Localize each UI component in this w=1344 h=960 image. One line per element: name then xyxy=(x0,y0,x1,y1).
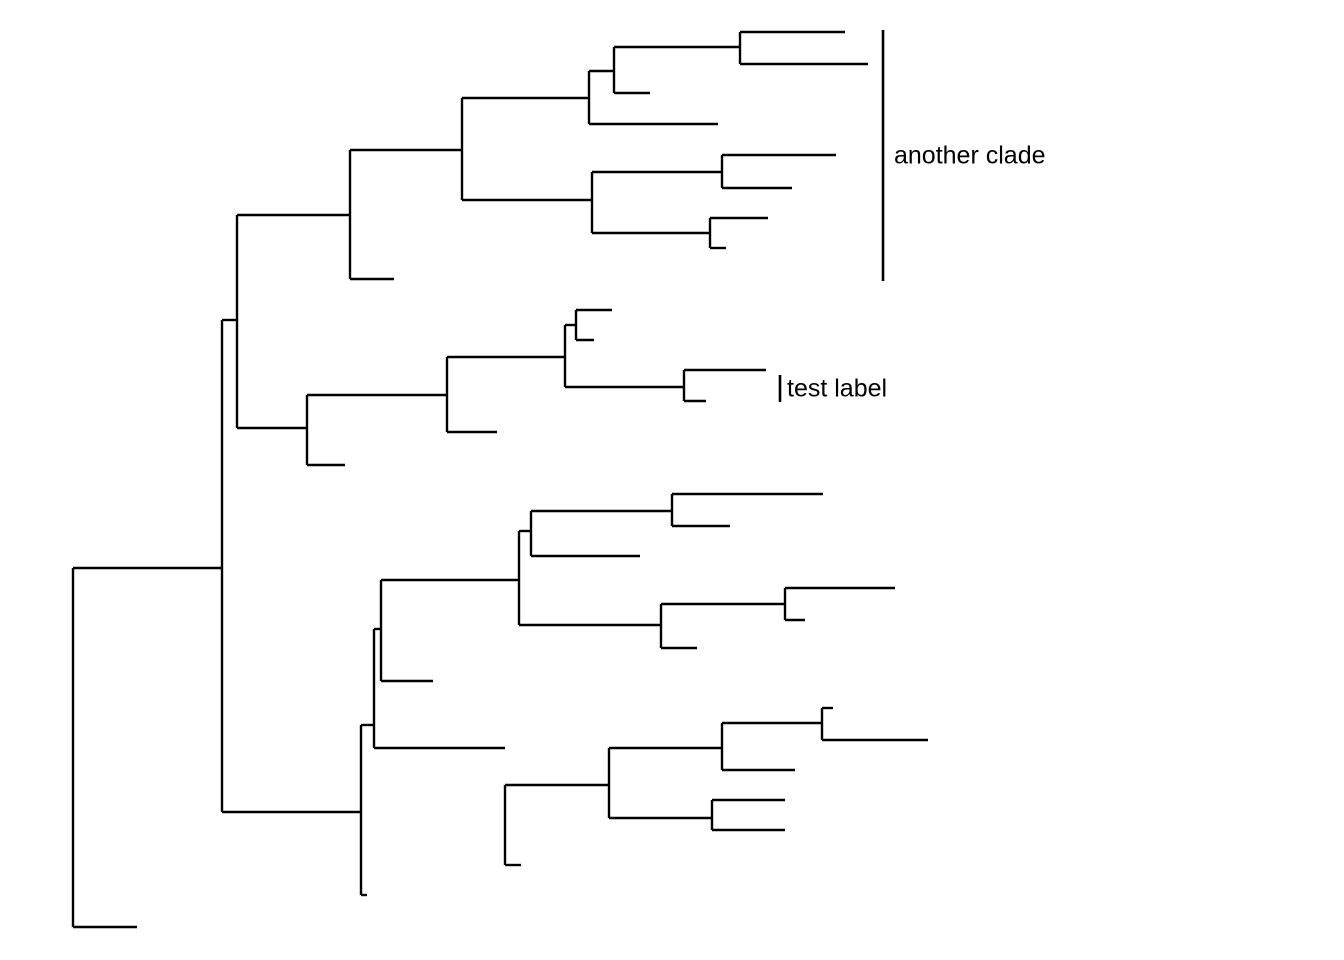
clade-label-test-label: test label xyxy=(787,375,887,403)
clade-label-another-clade: another clade xyxy=(894,142,1046,170)
clade-annotations-group: another clade test label xyxy=(778,30,1046,403)
tree-branches-group xyxy=(71,30,928,929)
